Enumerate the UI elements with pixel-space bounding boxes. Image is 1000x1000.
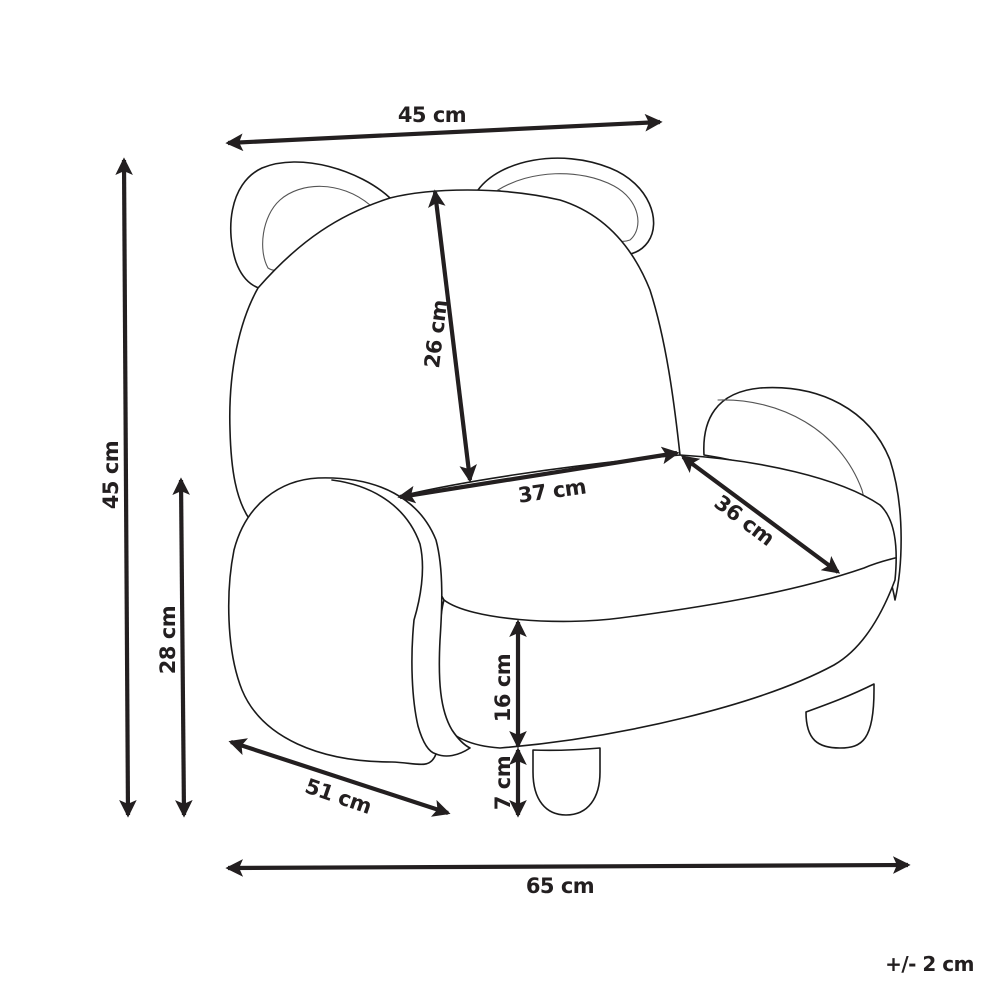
seat-depth-arrow: [680, 455, 841, 574]
depth-label: 51 cm: [302, 774, 374, 819]
depth-arrow: [228, 738, 451, 817]
seat-cushion: [404, 454, 897, 749]
seat-height-arrow: [172, 477, 193, 818]
leg-height-label: 7 cm: [491, 756, 515, 810]
total-height-label: 45 cm: [99, 441, 123, 509]
total-width-label: 65 cm: [526, 874, 594, 898]
cushion-height-label: 16 cm: [491, 654, 515, 722]
front-leg: [532, 747, 601, 816]
tolerance-note: +/- 2 cm: [885, 952, 974, 976]
dimension-lines: [115, 113, 911, 877]
top-width-label: 45 cm: [398, 103, 466, 127]
backrest-height-arrow: [428, 189, 477, 483]
right-back-leg: [805, 683, 875, 749]
seat-height-label: 28 cm: [156, 606, 180, 674]
total-width-arrow: [225, 856, 911, 877]
seat-width-arrow: [397, 446, 680, 504]
total-height-arrow: [115, 157, 137, 818]
top-width-arrow: [225, 113, 663, 152]
